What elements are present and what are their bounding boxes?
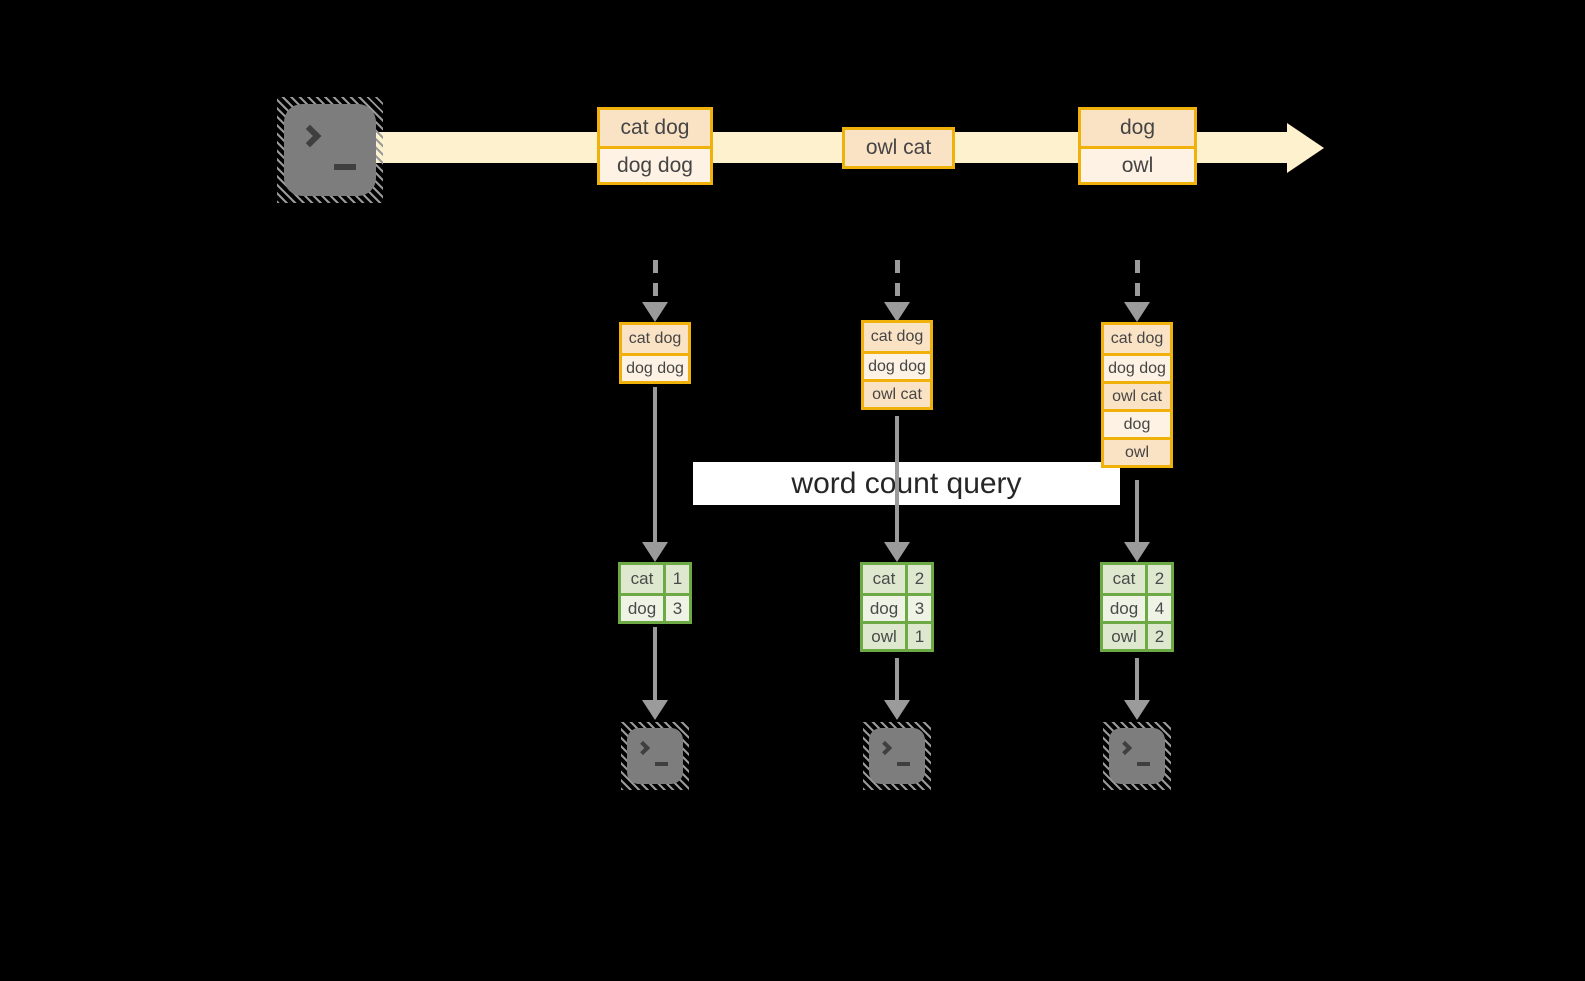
word-cell: dog	[1103, 596, 1148, 621]
terminal-body	[1109, 728, 1165, 784]
terminal-cursor-icon	[334, 164, 356, 170]
count-cell: 1	[672, 569, 683, 588]
buffer-line: owl	[1104, 437, 1170, 465]
buffer-line: dog dog	[1104, 353, 1170, 381]
buffer-line: cat dog	[622, 325, 688, 353]
terminal-prompt-icon	[298, 124, 322, 148]
word-cell: owl	[863, 624, 908, 649]
count-row: cat 2	[1103, 565, 1171, 593]
sink-terminal-icon	[863, 722, 931, 790]
event-line: owl	[1081, 146, 1194, 182]
event-line: owl cat	[845, 130, 952, 166]
count-cell: 2	[914, 569, 925, 588]
word-cell: owl	[1103, 624, 1148, 649]
count-table-1: cat 1 dog 3	[618, 562, 692, 624]
input-buffer-1: cat dog dog dog	[619, 322, 691, 384]
query-banner: word count query	[693, 462, 1120, 505]
terminal-cursor-icon	[1137, 762, 1150, 766]
arrowhead-down-icon	[642, 542, 668, 562]
terminal-cursor-icon	[897, 762, 910, 766]
dashed-arrow-line	[653, 260, 658, 302]
terminal-body	[627, 728, 683, 784]
buffer-line: owl cat	[1104, 381, 1170, 409]
count-table-3: cat 2 dog 4 owl 2	[1100, 562, 1174, 652]
dashed-arrow-line	[1135, 260, 1140, 302]
terminal-prompt-icon	[1117, 740, 1133, 756]
buffer-line: cat dog	[1104, 325, 1170, 353]
input-buffer-3: cat dog dog dog owl cat dog owl	[1101, 322, 1173, 468]
count-row: owl 2	[1103, 621, 1171, 649]
buffer-line: dog dog	[622, 353, 688, 381]
count-cell: 2	[1154, 569, 1165, 588]
count-row: owl 1	[863, 621, 931, 649]
count-row: cat 2	[863, 565, 931, 593]
buffer-line: cat dog	[864, 323, 930, 351]
count-row: dog 3	[863, 593, 931, 621]
arrowhead-down-icon	[1124, 302, 1150, 322]
arrow-line	[653, 627, 657, 700]
dashed-arrow-line	[895, 260, 900, 302]
arrowhead-down-icon	[1124, 700, 1150, 720]
source-terminal-icon	[277, 97, 383, 203]
event-line: cat dog	[600, 110, 710, 146]
buffer-line: owl cat	[864, 379, 930, 407]
stream-event-box-3: dog owl	[1078, 107, 1197, 185]
count-row: dog 3	[621, 593, 689, 621]
sink-terminal-icon	[621, 722, 689, 790]
terminal-prompt-icon	[877, 740, 893, 756]
word-cell: cat	[863, 565, 908, 593]
arrow-line	[895, 658, 899, 700]
arrowhead-down-icon	[884, 302, 910, 322]
sink-terminal-icon	[1103, 722, 1171, 790]
terminal-prompt-icon	[635, 740, 651, 756]
buffer-line: dog dog	[864, 351, 930, 379]
arrowhead-down-icon	[884, 542, 910, 562]
arrowhead-down-icon	[642, 302, 668, 322]
count-row: dog 4	[1103, 593, 1171, 621]
word-cell: cat	[621, 565, 666, 593]
count-cell: 2	[1154, 626, 1165, 646]
input-buffer-2: cat dog dog dog owl cat	[861, 320, 933, 410]
stream-event-box-1: cat dog dog dog	[597, 107, 713, 185]
word-cell: cat	[1103, 565, 1148, 593]
stream-event-box-2: owl cat	[842, 127, 955, 169]
terminal-body	[284, 104, 376, 196]
count-cell: 1	[914, 626, 925, 646]
arrow-line	[1135, 658, 1139, 700]
word-cell: dog	[863, 596, 908, 621]
count-table-2: cat 2 dog 3 owl 1	[860, 562, 934, 652]
buffer-line: dog	[1104, 409, 1170, 437]
event-line: dog dog	[600, 146, 710, 182]
arrow-line	[895, 416, 899, 542]
terminal-cursor-icon	[655, 762, 668, 766]
count-row: cat 1	[621, 565, 689, 593]
arrowhead-down-icon	[884, 700, 910, 720]
word-cell: dog	[621, 596, 666, 621]
arrow-line	[1135, 480, 1139, 542]
count-cell: 4	[1154, 598, 1165, 618]
terminal-body	[869, 728, 925, 784]
arrowhead-down-icon	[1124, 542, 1150, 562]
count-cell: 3	[914, 598, 925, 618]
stream-timeline-arrowhead-icon	[1287, 123, 1324, 173]
arrow-line	[653, 387, 657, 542]
event-line: dog	[1081, 110, 1194, 146]
arrowhead-down-icon	[642, 700, 668, 720]
count-cell: 3	[672, 598, 683, 618]
